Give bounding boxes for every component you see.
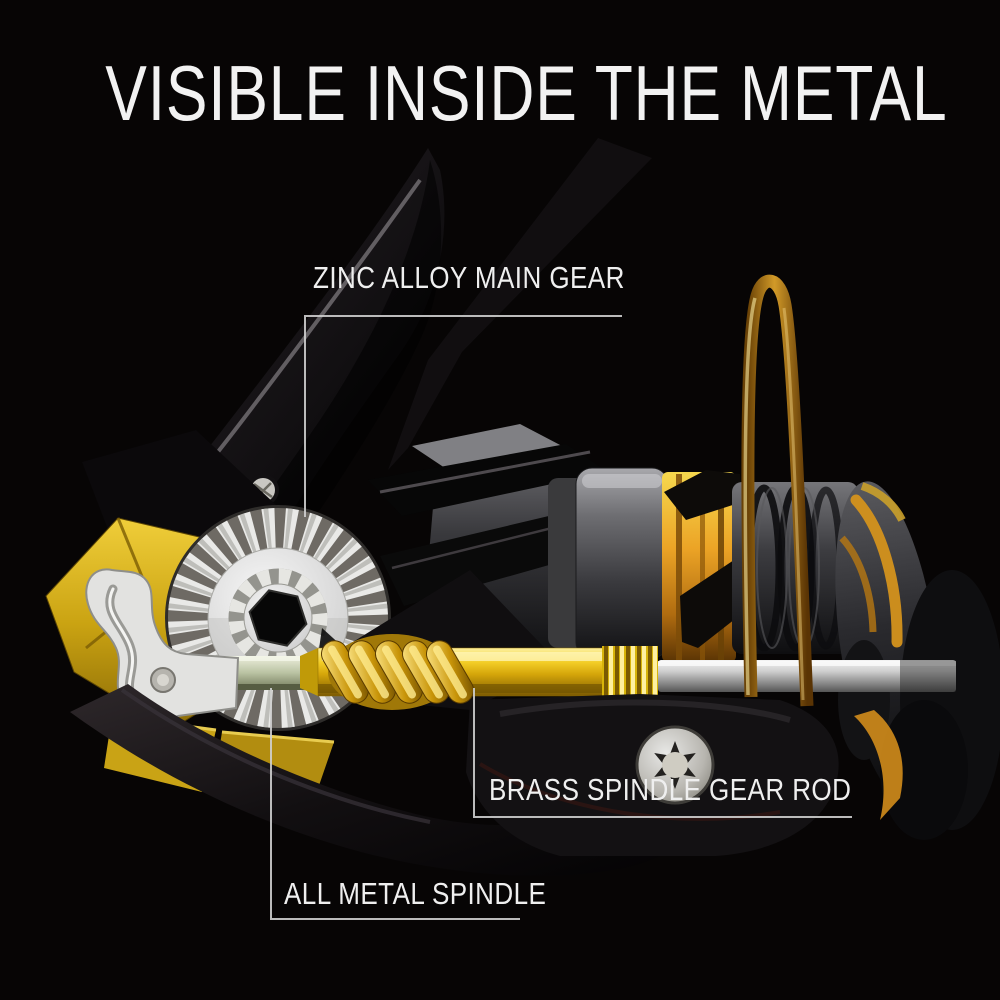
callout-line-spindle <box>270 688 520 920</box>
callout-line-gear-rod <box>473 688 852 818</box>
worm-gear <box>321 634 474 710</box>
hex-bore <box>248 589 308 647</box>
callout-line-main-gear <box>304 315 622 517</box>
callout-label-main-gear: ZINC ALLOY MAIN GEAR <box>313 260 625 295</box>
bail-wire <box>741 274 814 707</box>
line-roller-gold <box>854 710 903 820</box>
rod-threads <box>602 646 658 698</box>
headline: VISIBLE INSIDE THE METAL <box>0 48 1000 139</box>
spool <box>548 467 1000 840</box>
torx-screw-icon <box>635 725 715 805</box>
headline-text: VISIBLE INSIDE THE METAL <box>105 49 948 137</box>
callout-label-spindle: ALL METAL SPINDLE <box>284 876 547 911</box>
callout-lines <box>270 315 852 920</box>
callout-label-gear-rod: BRASS SPINDLE GEAR ROD <box>489 772 852 807</box>
spool-gold-band <box>662 470 744 662</box>
smoke-streak <box>388 138 652 470</box>
silver-bracket <box>85 568 240 722</box>
